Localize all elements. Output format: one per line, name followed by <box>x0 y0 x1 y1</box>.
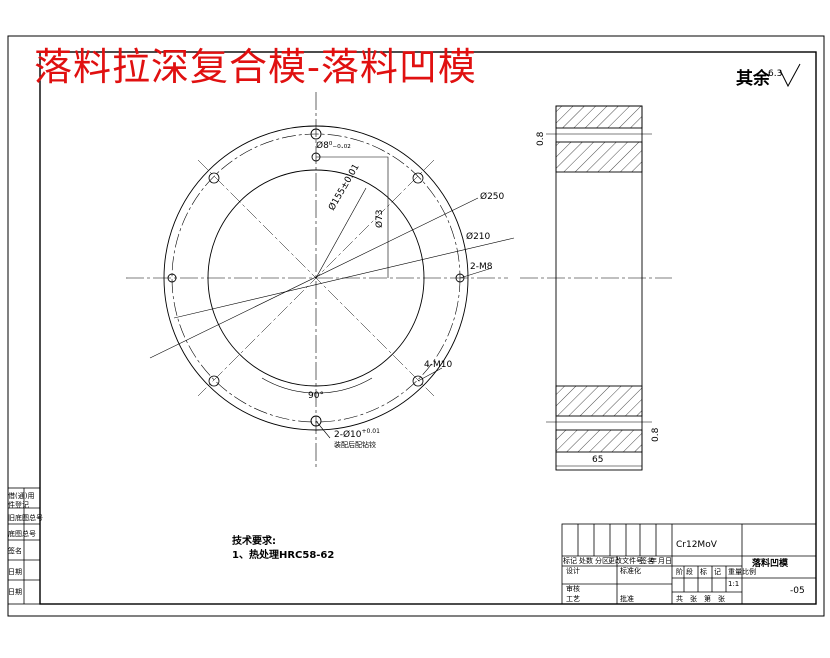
tb-sheet: 张 <box>718 595 725 603</box>
side-label: 件登记 <box>8 501 29 509</box>
tb-stage: 阶 <box>676 568 683 576</box>
angle-arc <box>261 377 373 394</box>
pin-hole <box>310 128 322 140</box>
dim-pin: 2-Ø10+0.01 <box>334 428 380 440</box>
dim-width: 65 <box>592 455 604 465</box>
tb-stage: 比例 <box>742 568 756 576</box>
tb-header: 日 <box>665 557 672 565</box>
tb-row: 批准 <box>620 595 634 603</box>
tb-header: 分区 <box>595 557 609 565</box>
tech-req-title: 技术要求: <box>232 536 276 547</box>
side-column <box>7 487 41 605</box>
dim-side-bottom: 0.8 <box>651 427 661 442</box>
tb-header: 更改文件号 <box>608 557 643 565</box>
part-name: 落料凹模 <box>752 559 789 569</box>
dim-pin-note: 装配后配钻铰 <box>334 441 376 449</box>
hatch-bottom-2 <box>555 429 643 453</box>
tb-sheet: 共 <box>676 595 683 603</box>
outer-frame <box>7 35 825 617</box>
threaded-hole <box>455 273 465 283</box>
threaded-hole <box>167 273 177 283</box>
tb-stage: 记 <box>714 568 721 576</box>
side-label: 底图总号 <box>8 530 36 538</box>
roughness-symbol-icon <box>779 63 801 88</box>
roughness-value: 6.3 <box>768 69 783 79</box>
drawing-number: -05 <box>790 586 805 596</box>
roughness-note: 其余6.3 <box>736 64 784 89</box>
bolt-hole <box>412 375 424 387</box>
dim-pin-tol: +0.01 <box>361 428 380 435</box>
tech-req-line: 1、热处理HRC58-62 <box>232 550 335 561</box>
tb-stage: 重量 <box>728 568 742 576</box>
leader-d210 <box>173 237 515 319</box>
side-label: 日期 <box>8 588 22 596</box>
tb-header: 标记 <box>563 557 577 565</box>
roughness-label: 其余 <box>736 69 770 89</box>
inner-circle <box>207 169 425 387</box>
hatch-top-1 <box>555 105 643 129</box>
bolt-hole <box>208 375 220 387</box>
leader-d250 <box>149 197 479 359</box>
leader-m10 <box>417 367 443 382</box>
dim-side-top: 0.8 <box>536 131 546 146</box>
scale-value: 1:1 <box>728 580 740 588</box>
tb-header: 处数 <box>579 557 593 565</box>
dim-73: Ø73 <box>375 209 385 228</box>
front-view <box>126 92 515 468</box>
inner-frame <box>39 51 817 605</box>
hatch-top-2 <box>555 141 643 173</box>
title-block-grid <box>561 523 817 605</box>
material-label: Cr12MoV <box>676 540 717 550</box>
tb-header: 签名 <box>640 557 654 565</box>
leader-m8 <box>459 267 493 279</box>
tb-header: 月 <box>658 557 665 565</box>
side-label: 签名 <box>8 547 22 555</box>
tb-sheet: 张 <box>690 595 697 603</box>
dim-top-hole: Ø8⁰₋₀.₀₂ <box>316 141 351 151</box>
drawing-title-banner: 落料拉深复合模-落料凹模 <box>34 45 477 89</box>
side-label: 借(通)用 <box>8 492 35 500</box>
dim-73 <box>316 156 389 278</box>
dim-angle: 90° <box>308 391 324 401</box>
leader-155 <box>315 187 367 279</box>
tb-stage: 标 <box>700 568 707 576</box>
hatch-bottom-1 <box>555 385 643 417</box>
dim-pin-value: 2-Ø10 <box>334 430 362 440</box>
bolt-holes <box>208 172 424 387</box>
bolt-hole <box>412 172 424 184</box>
tb-sheet: 第 <box>704 595 711 603</box>
outer-circle <box>163 125 469 431</box>
side-label: 旧底图总号 <box>8 514 43 522</box>
pin-hole <box>310 415 322 427</box>
leader-pin <box>315 420 331 439</box>
side-label: 日期 <box>8 568 22 576</box>
tb-header: 年 <box>650 557 657 565</box>
tb-row: 工艺 <box>566 595 580 603</box>
dim-m8: 2-M8 <box>470 262 493 272</box>
tb-row: 标准化 <box>620 567 641 575</box>
tb-row: 设计 <box>566 567 580 575</box>
tb-row: 审核 <box>566 585 580 593</box>
bolt-hole <box>208 172 220 184</box>
dim-m10: 4-M10 <box>424 360 453 370</box>
section-view <box>520 105 672 471</box>
dim-d250: Ø250 <box>480 192 505 202</box>
tb-stage: 段 <box>686 568 693 576</box>
dim-d210: Ø210 <box>466 232 491 242</box>
